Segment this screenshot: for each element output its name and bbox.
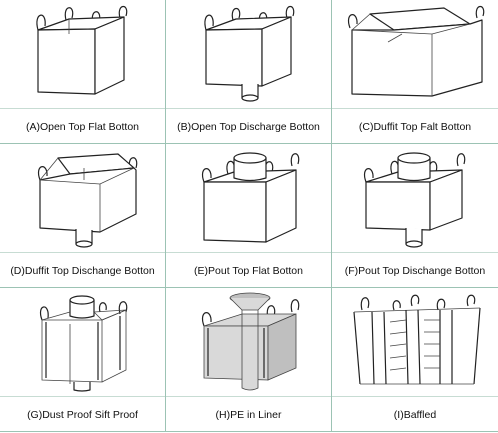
bag-caption-i: (I)Baffled <box>393 409 437 421</box>
bag-cell-e: (E)Pout Top Flat Botton <box>166 144 332 288</box>
spout-top-flat-bottom-bag-icon <box>166 144 332 250</box>
bag-cell-i: (I)Baffled <box>332 288 498 432</box>
bag-cell-a: (A)Open Top Flat Botton <box>0 0 166 144</box>
duffle-top-discharge-bottom-bag-icon <box>0 144 166 250</box>
bag-caption-b: (B)Open Top Discharge Botton <box>177 121 320 133</box>
baffled-bag-icon <box>332 288 498 394</box>
bag-caption-e: (E)Pout Top Flat Botton <box>194 265 303 277</box>
bag-cell-f: (F)Pout Top Dischange Botton <box>332 144 498 288</box>
open-top-flat-bottom-bag-icon <box>0 0 166 106</box>
bag-cell-b: (B)Open Top Discharge Botton <box>166 0 332 144</box>
spout-top-discharge-bottom-bag-icon <box>332 144 498 250</box>
pe-liner-bag-icon <box>166 288 332 394</box>
bag-caption-h: (H)PE in Liner <box>215 409 282 421</box>
bag-cell-c: (C)Duffit Top Falt Botton <box>332 0 498 144</box>
bag-cell-d: (D)Duffit Top Dischange Botton <box>0 144 166 288</box>
bag-caption-g: (G)Dust Proof Sift Proof <box>27 409 138 421</box>
duffle-top-flat-bottom-bag-icon <box>332 0 498 106</box>
bag-caption-f: (F)Pout Top Dischange Botton <box>344 265 486 277</box>
bag-caption-c: (C)Duffit Top Falt Botton <box>358 121 472 133</box>
bag-caption-a: (A)Open Top Flat Botton <box>25 121 140 133</box>
bag-cell-h: (H)PE in Liner <box>166 288 332 432</box>
bag-caption-d: (D)Duffit Top Dischange Botton <box>10 265 155 277</box>
dust-proof-bag-icon <box>0 288 166 394</box>
bag-cell-g: (G)Dust Proof Sift Proof <box>0 288 166 432</box>
open-top-discharge-bottom-bag-icon <box>166 0 332 106</box>
